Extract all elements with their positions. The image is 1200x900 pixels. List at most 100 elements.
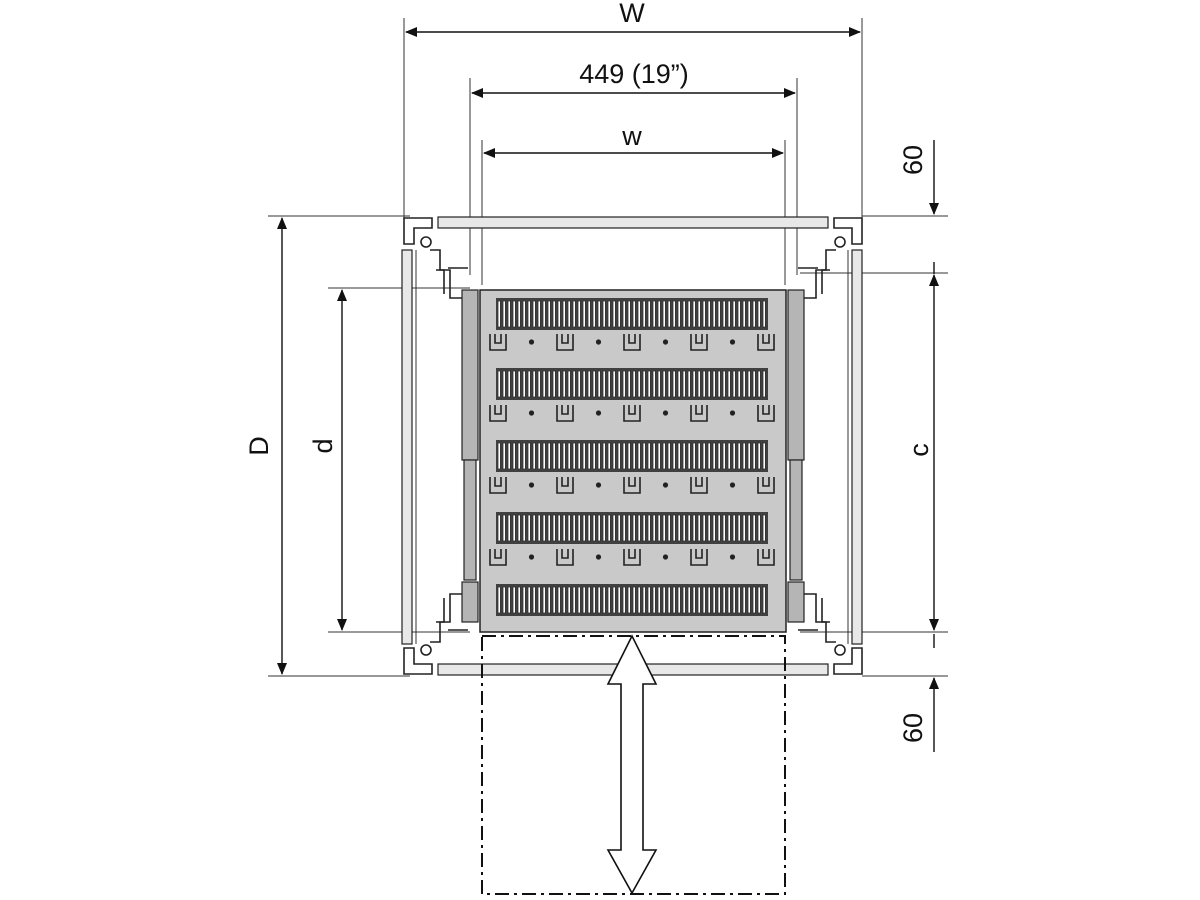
ventilation-slot [717,442,721,470]
ventilation-slot [762,586,766,614]
ventilation-slot [532,370,536,398]
ventilation-slot [522,370,526,398]
ventilation-slot [632,370,636,398]
mounting-clip [556,549,574,566]
ventilation-slot [677,586,681,614]
dim-shelf-depth: d [308,289,347,631]
dim-adjust: c [904,274,939,631]
ventilation-slot [742,586,746,614]
ventilation-slot [682,370,686,398]
ventilation-slot [712,300,716,328]
mounting-hole [729,410,736,416]
ventilation-slot [747,442,751,470]
ventilation-slot [672,300,676,328]
ventilation-slot [642,586,646,614]
ventilation-slot [582,442,586,470]
ventilation-slot [572,514,576,542]
ventilation-slot [517,442,521,470]
ventilation-slot [587,586,591,614]
mounting-clip [757,477,775,494]
ventilation-slot [577,370,581,398]
ventilation-slot [662,514,666,542]
ventilation-slot [502,442,506,470]
ventilation-slot [617,300,621,328]
ventilation-slot [567,370,571,398]
ventilation-slot [692,586,696,614]
ventilation-slot [497,370,501,398]
ventilation-slot [642,514,646,542]
ventilation-slot [627,300,631,328]
ventilation-slot [662,300,666,328]
ventilation-slot [682,586,686,614]
ventilation-slot [702,514,706,542]
ventilation-slot [717,370,721,398]
mounting-clip [690,334,708,351]
ventilation-slot [577,300,581,328]
ventilation-slot [547,514,551,542]
ventilation-slot [632,442,636,470]
mounting-hole [662,554,669,560]
ventilation-slot [717,514,721,542]
ventilation-slot [587,442,591,470]
ventilation-slot [532,514,536,542]
ventilation-slot [727,514,731,542]
ventilation-slot [612,514,616,542]
extension-lines [268,18,948,677]
ventilation-slot [622,586,626,614]
double-arrow-icon [606,634,658,895]
mounting-hole [595,482,602,488]
ventilation-slot [647,370,651,398]
slot-row [496,512,768,544]
ventilation-slot [712,370,716,398]
left-rail [461,289,479,623]
mounting-hole [729,554,736,560]
ventilation-slot [667,586,671,614]
ventilation-slot [757,586,761,614]
ventilation-slot [562,514,566,542]
ventilation-slot [642,442,646,470]
ventilation-slot [712,586,716,614]
ventilation-slot [547,586,551,614]
ventilation-slot [697,586,701,614]
ventilation-slot [562,586,566,614]
ventilation-slot [632,586,636,614]
ventilation-slot [557,370,561,398]
ventilation-slot [502,370,506,398]
ventilation-slot [557,442,561,470]
ventilation-slot [637,300,641,328]
ventilation-slot [677,300,681,328]
ventilation-slot [592,300,596,328]
ventilation-slot [727,370,731,398]
ventilation-slot [617,514,621,542]
ventilation-slot [722,370,726,398]
ventilation-slot [717,586,721,614]
corner-profile-bottom-right [798,593,863,675]
ventilation-slot [642,300,646,328]
ventilation-slot [667,370,671,398]
ventilation-slot [687,586,691,614]
right-rail [787,289,805,623]
ventilation-slot [527,370,531,398]
ventilation-slot [502,514,506,542]
ventilation-slot [657,586,661,614]
ventilation-slot [607,442,611,470]
ventilation-slot [547,300,551,328]
ventilation-slot [617,586,621,614]
ventilation-slot [587,514,591,542]
ventilation-slot [527,514,531,542]
ventilation-slot [752,586,756,614]
slot-row [496,298,768,330]
ventilation-slot [532,586,536,614]
ventilation-slot [527,442,531,470]
ventilation-slot [537,514,541,542]
ventilation-slot [652,586,656,614]
ventilation-slot [757,370,761,398]
mounting-hole [595,339,602,345]
ventilation-slot [522,300,526,328]
ventilation-slot [657,442,661,470]
ventilation-slot [552,586,556,614]
ventilation-slot [567,586,571,614]
ventilation-slot [752,514,756,542]
ventilation-slot [747,370,751,398]
ventilation-slot [722,442,726,470]
